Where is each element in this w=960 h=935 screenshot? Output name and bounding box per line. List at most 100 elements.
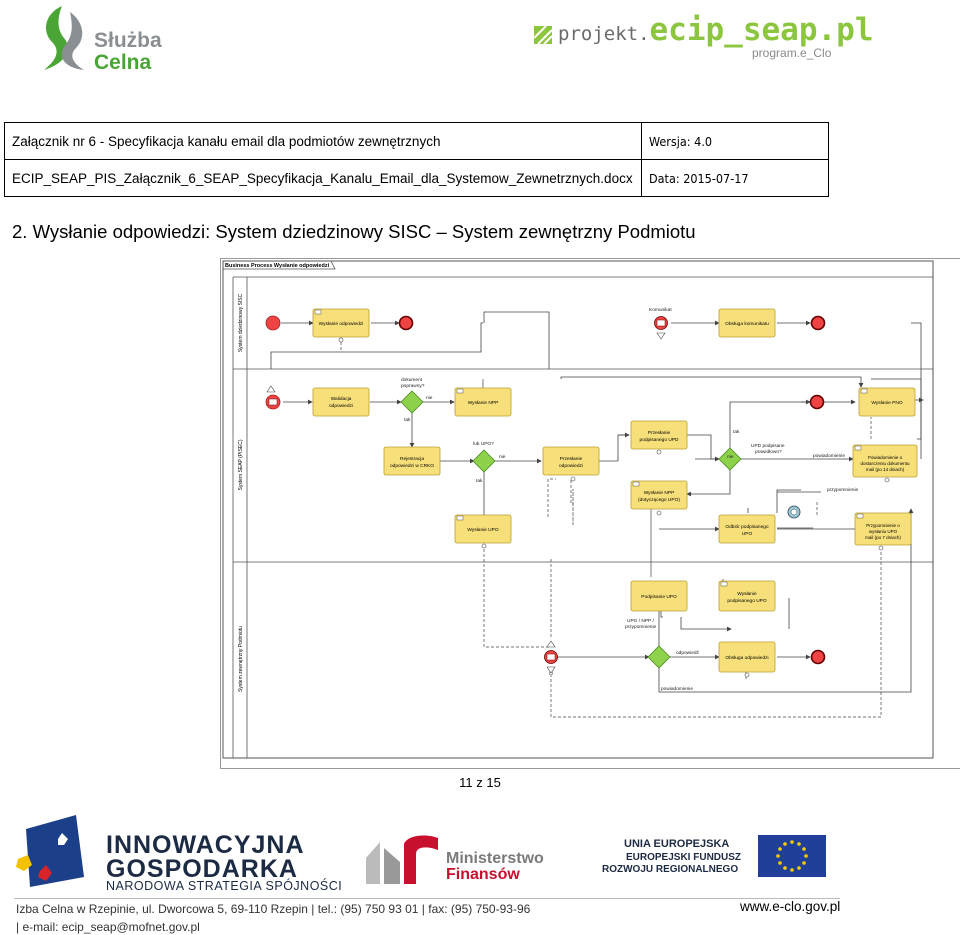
diagram-frame: Business Process Wysłanie odpowiedzi (222, 260, 934, 759)
svg-text:nie: nie (727, 454, 734, 460)
svg-text:wysłaniu UPO: wysłaniu UPO (869, 529, 898, 534)
svg-text:powiadomienie: powiadomienie (661, 686, 693, 692)
footer-website: www.e-clo.gov.pl (740, 899, 841, 914)
svg-text:podpisanego UPD: podpisanego UPD (640, 437, 679, 443)
ecip-logo-text: projekt.ecip_seap.pl (558, 12, 873, 48)
gateways (400, 390, 742, 669)
end-event-podmiot (810, 649, 826, 665)
svg-text:odpowiedź: odpowiedź (676, 650, 700, 656)
ecip-square-icon (534, 26, 553, 45)
svg-text:Odbiór podpisanego: Odbiór podpisanego (725, 524, 769, 530)
lane-label-podmiot: System zewnętrzny Podmiotu (238, 626, 244, 692)
svg-text:odpowiedzi: odpowiedzi (559, 463, 583, 469)
svg-text:Obsługa komunikatu: Obsługa komunikatu (725, 321, 769, 327)
svg-text:Wysłanie UPO: Wysłanie UPO (467, 527, 498, 533)
ministerstwo-finansow-logo: Ministerstwo Finansów (366, 832, 576, 887)
task-odbior-upo: Odbiór podpisanego UPO (718, 514, 776, 544)
svg-text:Walidacja: Walidacja (331, 396, 352, 402)
svg-text:odpowiedzi: odpowiedzi (329, 403, 353, 409)
task-wyslanie-npp-upo: Wysłanie NPP (dotyczącego UPO) (630, 480, 688, 510)
start-event (265, 315, 281, 331)
task-rejestracja: Rejestracja odpowiedzi w CRKO (383, 446, 441, 476)
task-wyslanie-npp: Wysłanie NPP (454, 387, 512, 417)
document-title: Załącznik nr 6 - Specyfikacja kanału ema… (4, 122, 642, 160)
task-powiadomienie: Powiadomienie o dostarczeniu dokumentu m… (852, 444, 918, 478)
svg-text:powiadomienie: powiadomienie (813, 453, 845, 459)
section-heading: 2. Wysłanie odpowiedzi: System dziedzino… (12, 221, 696, 242)
document-header-table: Załącznik nr 6 - Specyfikacja kanału ema… (4, 122, 829, 197)
footer-address: Izba Celna w Rzepinie, ul. Dworcowa 5, 6… (16, 902, 531, 916)
svg-text:odpowiedzi w CRKO: odpowiedzi w CRKO (390, 463, 434, 469)
svg-text:tak: tak (404, 417, 411, 423)
ue-logo-line2: EUROPEJSKI FUNDUSZ (626, 852, 742, 863)
svg-text:dostarczeniu dokumentu: dostarczeniu dokumentu (860, 461, 910, 466)
message-flow-markers (266, 332, 890, 678)
svg-text:Podpisanie UPO: Podpisanie UPO (641, 594, 677, 600)
svg-text:nie: nie (426, 395, 433, 401)
end-event-seap-1 (809, 394, 825, 410)
svg-text:Wysłanie PNO: Wysłanie PNO (871, 400, 902, 406)
task-wyslanie-podpisanego-upo: Wysłanie podpisanego UPO (718, 580, 776, 612)
innowacyjna-gospodarka-logo: INNOWACYJNA GOSPODARKA NARODOWA STRATEGI… (14, 815, 342, 897)
svg-text:UPO: UPO (742, 531, 753, 537)
task-przeslanie-upd: Przesłanie podpisanego UPD (630, 420, 688, 450)
ecip-logo-prefix: projekt. (558, 23, 650, 45)
message-catch-event-komunikat (654, 316, 668, 330)
task-podpisanie-upo: Podpisanie UPO (630, 580, 688, 612)
mf-logo-line2: Finansów (446, 866, 520, 883)
svg-text:mail (po 7 dniach): mail (po 7 dniach) (865, 535, 901, 540)
flow-labels: Komunikat dokument poprawny? nie tak lub… (401, 307, 859, 692)
end-event-sisc-1 (398, 315, 414, 331)
svg-text:przypomnienie: przypomnienie (625, 624, 657, 630)
task-boxes: Wysłanie odpowiedzi Obsługa komunikatu W… (312, 308, 918, 673)
svg-text:UPO / NPP /: UPO / NPP / (627, 618, 655, 624)
svg-text:Komunikat: Komunikat (649, 307, 672, 313)
task-wyslanie-upo: Wysłanie UPO (454, 514, 512, 544)
svg-text:Przesłanie: Przesłanie (648, 430, 671, 436)
svg-text:(dotyczącego UPO): (dotyczącego UPO) (638, 497, 680, 503)
svg-text:dokument: dokument (401, 377, 423, 383)
task-wyslanie-odpowiedzi: Wysłanie odpowiedzi (312, 308, 370, 338)
svg-text:mail (po 14 dniach): mail (po 14 dniach) (866, 467, 905, 472)
svg-text:Wysłanie NPP: Wysłanie NPP (468, 400, 499, 406)
svg-text:podpisanego UPO: podpisanego UPO (727, 598, 766, 604)
ministerstwo-finansow-emblem-icon (366, 835, 438, 884)
sluzba-celna-logo: Służba Celna (40, 4, 180, 76)
footer-email: | e-mail: ecip_seap@mofnet.gov.pl (16, 920, 200, 934)
svg-text:Przesłanie: Przesłanie (560, 456, 583, 462)
svg-text:UPD podpisane: UPD podpisane (751, 443, 785, 449)
logo-text-celna: Celna (94, 51, 152, 74)
message-catch-event-podmiot (544, 650, 558, 664)
timer-event (787, 505, 801, 519)
bpmn-diagram: Business Process Wysłanie odpowiedzi Sys… (220, 258, 960, 769)
lane-label-sisc: System dziedzinowy SISC (238, 293, 244, 352)
footer-divider (14, 898, 840, 899)
svg-text:Przypomnienie o: Przypomnienie o (866, 523, 900, 528)
mf-logo-line1: Ministerstwo (446, 850, 544, 867)
svg-text:nie: nie (499, 454, 506, 460)
svg-text:Wysłanie NPP: Wysłanie NPP (644, 490, 675, 496)
svg-text:Wysłanie: Wysłanie (737, 591, 757, 597)
svg-text:tak: tak (733, 429, 740, 435)
ecip-logo-main: ecip_seap.pl (649, 12, 874, 48)
task-walidacja: Walidacja odpowiedzi (312, 387, 370, 417)
ecip-logo-subtitle: program.e_Clo (752, 46, 832, 60)
svg-text:Obsługa odpowiedzi: Obsługa odpowiedzi (725, 655, 768, 661)
svg-text:Powiadomienie o: Powiadomienie o (868, 455, 903, 460)
task-wyslanie-pnd: Wysłanie PNO (858, 387, 916, 417)
end-event-sisc-2 (810, 315, 826, 331)
document-date: Data: 2015-07-17 (641, 159, 829, 197)
ig-logo-line1: INNOWACYJNA (106, 831, 305, 859)
ecip-seap-logo: projekt.ecip_seap.pl program.e_Clo (534, 8, 873, 64)
document-version: Wersja: 4.0 (641, 122, 829, 160)
diagram-title: Business Process Wysłanie odpowiedzi (225, 263, 330, 269)
task-obsluga-odpowiedzi: Obsługa odpowiedzi (718, 641, 776, 673)
task-obsluga-komunikatu: Obsługa komunikatu (718, 308, 776, 338)
svg-text:tak: tak (476, 478, 483, 484)
svg-text:Wysłanie odpowiedzi: Wysłanie odpowiedzi (319, 321, 364, 327)
message-flows (340, 337, 882, 718)
ue-logo-line3: ROZWOJU REGIONALNEGO (602, 864, 739, 875)
task-przypomnienie: Przypomnienie o wysłaniu UPO mail (po 7 … (854, 512, 912, 546)
svg-text:poprawny?: poprawny? (401, 383, 425, 389)
svg-text:przypomnienie: przypomnienie (827, 487, 859, 493)
